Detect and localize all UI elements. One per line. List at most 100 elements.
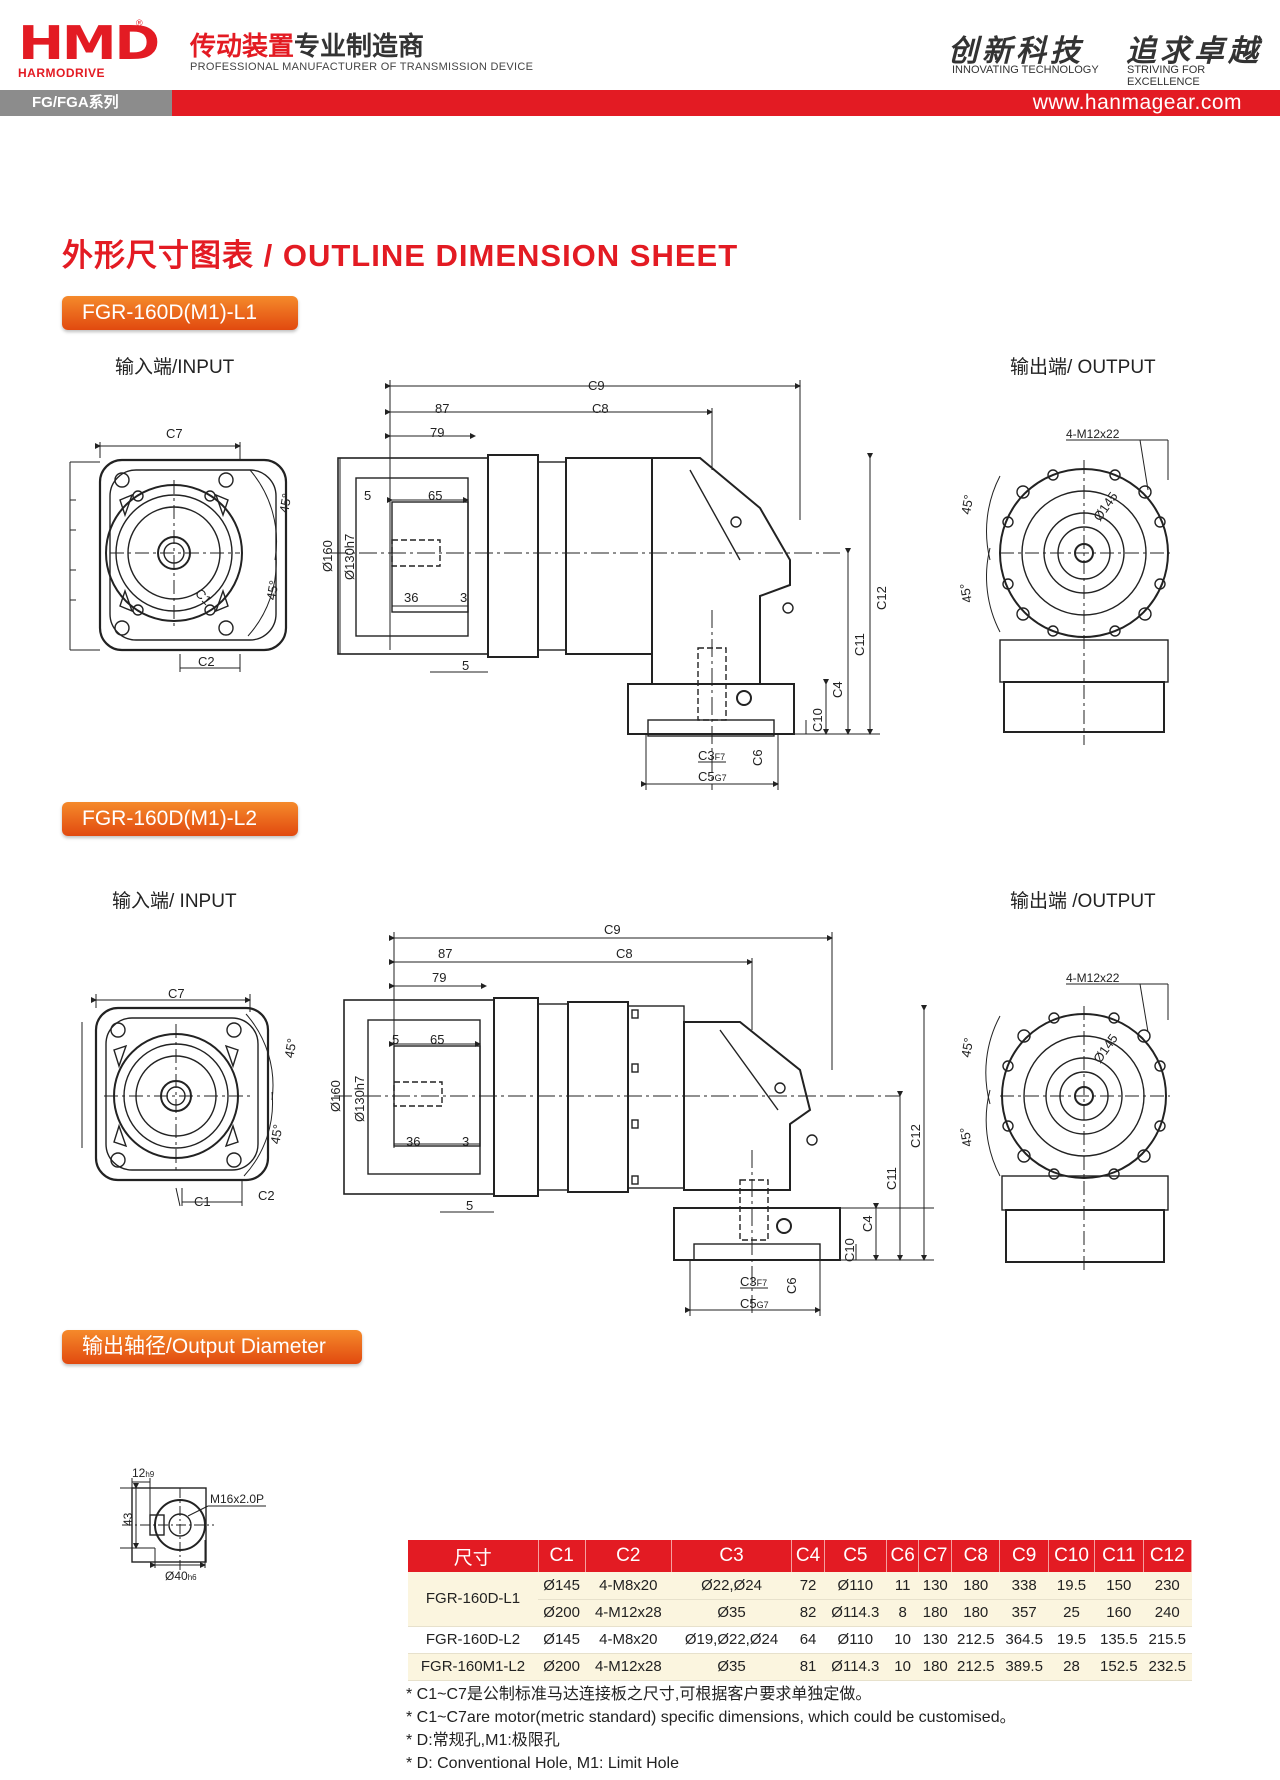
header-bar <box>0 90 1280 116</box>
col-header: C1 <box>538 1540 586 1572</box>
page-header: HMD ® HARMODRIVE 传动装置专业制造商 PROFESSIONAL … <box>0 0 1280 118</box>
table-cell: 25 <box>1048 1599 1095 1627</box>
l2-dia-160: Ø160 <box>328 1080 343 1112</box>
l2-dim-87: 87 <box>438 946 452 961</box>
l2-bolt-label: 4-M12x22 <box>1066 971 1120 985</box>
l2-dim-36: 36 <box>406 1134 420 1149</box>
l1-dim-3: 3 <box>460 590 467 605</box>
l2-c4-label: C4 <box>860 1215 875 1232</box>
table-cell: 180 <box>951 1572 1000 1600</box>
col-header: C5 <box>824 1540 887 1572</box>
l1-dim-87: 87 <box>435 401 449 416</box>
table-cell: 8 <box>886 1599 919 1627</box>
table-cell: 364.5 <box>999 1626 1049 1654</box>
l2-c5-label: C5G7 <box>740 1296 769 1311</box>
l1-angle-bottom: 45° <box>263 579 281 601</box>
l1-dia-160: Ø160 <box>320 540 335 572</box>
l2-c6-label: C6 <box>784 1277 799 1294</box>
l1-side-view <box>330 380 880 790</box>
tagline-cn-red: 传动装置 <box>190 31 295 61</box>
col-header: C10 <box>1048 1540 1096 1572</box>
table-cell: 72 <box>791 1572 825 1600</box>
tagline-cn-dark: 专业制造商 <box>294 31 425 61</box>
l2-c12-label: C12 <box>908 1124 923 1148</box>
slogan-innovation-cn: 创新科技 <box>948 34 1084 69</box>
l2-input-view <box>81 994 274 1207</box>
dimension-table: 尺寸 C1 C2 C3 C4 C5 C6 C7 C8 C9 C10 C11 C1… <box>408 1540 1193 1681</box>
table-cell: 19.5 <box>1048 1572 1095 1600</box>
col-header: C4 <box>791 1540 825 1572</box>
table-cell: 232.5 <box>1143 1653 1192 1681</box>
input-label-l1: 输入端/INPUT <box>115 357 235 378</box>
l2-c9-label: C9 <box>604 922 621 937</box>
table-cell: 19.5 <box>1048 1626 1095 1654</box>
table-cell: 4-M12x28 <box>585 1653 672 1681</box>
logo-mark: HMD <box>18 16 160 70</box>
model-cell: FGR-160M1-L2 <box>408 1653 538 1681</box>
l2-angle-top: 45° <box>281 1037 299 1059</box>
table-cell: 152.5 <box>1094 1653 1144 1681</box>
table-cell: Ø35 <box>671 1599 792 1627</box>
l2-c10-label: C10 <box>842 1238 857 1262</box>
l1-input-view <box>69 442 288 672</box>
l1-c9-label: C9 <box>588 378 605 393</box>
table-row: FGR-160D-L1 Ø145 4-M8x20 Ø22,Ø24 72 Ø110… <box>408 1572 1192 1627</box>
table-row: FGR-160D-L2 Ø145 4-M8x20 Ø19,Ø22,Ø24 64 … <box>408 1626 1192 1654</box>
l1-c12-label: C12 <box>874 586 889 610</box>
col-header: 尺寸 <box>408 1540 539 1572</box>
table-row: FGR-160M1-L2 Ø200 4-M12x28 Ø35 81 Ø114.3… <box>408 1653 1192 1681</box>
col-header: C11 <box>1094 1540 1144 1572</box>
table-cell: Ø110 <box>824 1572 887 1600</box>
table-cell: 230 <box>1143 1572 1192 1600</box>
table-cell: 82 <box>791 1599 825 1627</box>
l1-dim-65: 65 <box>428 488 442 503</box>
logo-brand-name: HARMODRIVE <box>18 66 106 80</box>
company-logo: HMD ® HARMODRIVE <box>18 18 160 82</box>
model-cell: FGR-160D-L1 <box>408 1572 538 1627</box>
footnotes: * C1~C7是公制标准马达连接板之尺寸,可根据客户要求单独定做。 * C1~C… <box>406 1684 1016 1776</box>
footnote: * C1~C7are motor(metric standard) specif… <box>406 1709 1016 1726</box>
l1-c3-label: C3F7 <box>698 748 725 763</box>
l1-c8-label: C8 <box>592 401 609 416</box>
shaft-key-label: 12h9 <box>132 1466 155 1480</box>
l1-output-view <box>986 439 1170 745</box>
col-header: C2 <box>585 1540 672 1572</box>
l2-c8-label: C8 <box>616 946 633 961</box>
l2-dim-79: 79 <box>432 970 446 985</box>
table-cell: Ø19,Ø22,Ø24 <box>671 1626 792 1654</box>
series-label: FG/FGA系列 <box>0 90 172 116</box>
model-badge-l1: FGR-160D(M1)-L1 <box>62 296 298 330</box>
table-cell: Ø145 <box>538 1572 586 1600</box>
table-cell: 130 <box>918 1626 952 1654</box>
l2-dim-3: 3 <box>462 1134 469 1149</box>
table-cell: 4-M12x28 <box>585 1599 672 1627</box>
table-cell: 215.5 <box>1143 1626 1192 1654</box>
l1-output-angle-top: 45° <box>958 494 976 516</box>
l1-dim-5-top: 5 <box>364 488 371 503</box>
l1-output-angle-bottom: 45° <box>957 582 975 604</box>
l1-output-dia-145: Ø145 <box>1090 489 1121 524</box>
input-label-l2: 输入端/ INPUT <box>112 891 237 912</box>
table-cell: Ø110 <box>824 1626 887 1654</box>
col-header: C8 <box>951 1540 1001 1572</box>
footnote: * D:常规孔,M1:极限孔 <box>406 1732 560 1749</box>
table-cell: 4-M8x20 <box>585 1626 672 1654</box>
l1-dim-36: 36 <box>404 590 418 605</box>
col-header: C7 <box>918 1540 953 1572</box>
l1-c7-label: C7 <box>166 426 183 441</box>
page-title: 外形尺寸图表 / OUTLINE DIMENSION SHEET <box>62 238 739 273</box>
registered-mark: ® <box>136 18 143 28</box>
l1-bolt-label: 4-M12x22 <box>1066 427 1120 441</box>
table-cell: 130 <box>918 1572 952 1600</box>
table-cell: 28 <box>1048 1653 1095 1681</box>
l1-dim-79: 79 <box>430 425 444 440</box>
l1-dia-130: Ø130h7 <box>342 534 357 580</box>
table-cell: 389.5 <box>999 1653 1049 1681</box>
model-badge-l2: FGR-160D(M1)-L2 <box>62 802 298 836</box>
output-label-l2: 输出端 /OUTPUT <box>1010 891 1156 912</box>
l1-c11-label: C11 <box>852 633 867 656</box>
l2-dim-5-top: 5 <box>392 1032 399 1047</box>
table-cell: Ø114.3 <box>824 1653 887 1681</box>
slogan-excellence-en: STRIVING FOR EXCELLENCE <box>1127 64 1206 88</box>
l1-c10-label: C10 <box>810 708 825 732</box>
